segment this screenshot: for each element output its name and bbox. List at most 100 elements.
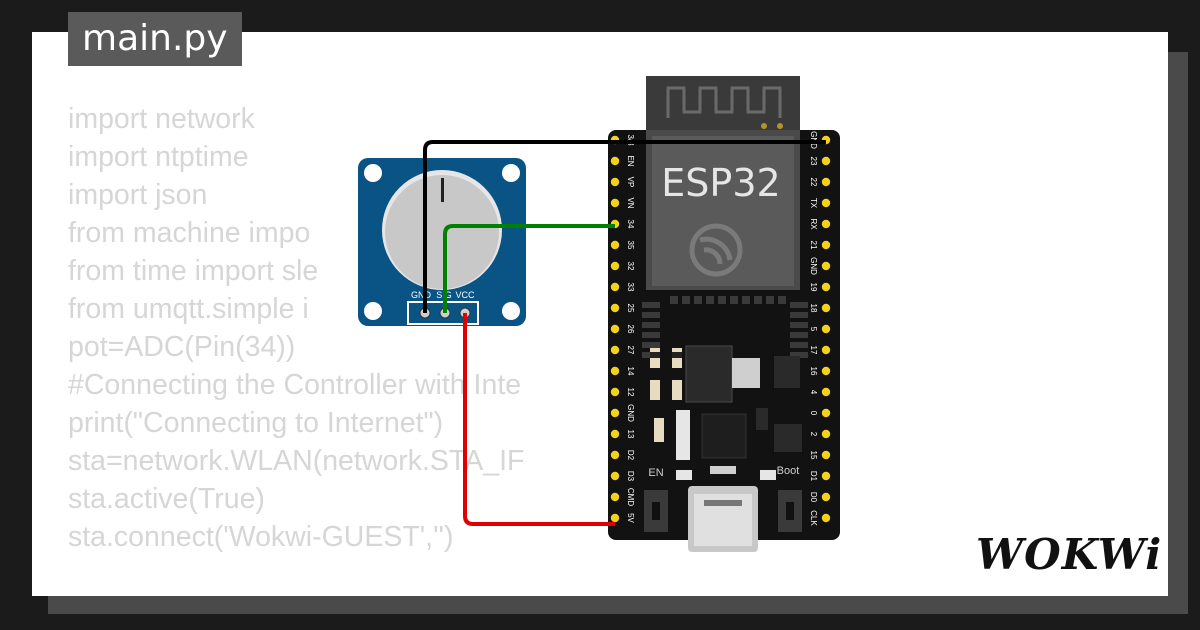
left-pin-label: 32 bbox=[626, 262, 635, 271]
right-pin-label: D0 bbox=[809, 492, 818, 503]
module-pad bbox=[642, 332, 660, 338]
left-pin-label: D3 bbox=[626, 471, 635, 482]
wokwi-logo: WOKWi bbox=[976, 530, 1163, 579]
knob-indicator bbox=[441, 178, 444, 202]
right-pin-label: 4 bbox=[809, 390, 818, 395]
module-pad bbox=[694, 296, 702, 304]
boot-label: Boot bbox=[777, 465, 800, 477]
smd-components bbox=[650, 345, 802, 480]
right-pin[interactable] bbox=[821, 177, 831, 187]
right-pin[interactable] bbox=[821, 513, 831, 523]
wire-vcc[interactable] bbox=[463, 313, 615, 526]
right-pin[interactable] bbox=[821, 324, 831, 334]
left-pin[interactable] bbox=[610, 240, 620, 250]
espressif-logo-icon bbox=[689, 223, 743, 277]
right-pin[interactable] bbox=[821, 261, 831, 271]
wire-gnd[interactable] bbox=[423, 140, 826, 313]
left-pin-label: 34 bbox=[626, 220, 635, 229]
left-pin[interactable] bbox=[610, 282, 620, 292]
wire-sig[interactable] bbox=[443, 224, 615, 313]
module-pad bbox=[754, 296, 762, 304]
left-pin[interactable] bbox=[610, 408, 620, 418]
module-pad bbox=[778, 296, 786, 304]
module-pad bbox=[790, 302, 808, 308]
right-pin[interactable] bbox=[821, 366, 831, 376]
en-label: EN bbox=[648, 467, 663, 479]
code-line: import json bbox=[68, 179, 208, 211]
chip-label: ESP32 bbox=[661, 161, 780, 205]
right-pin[interactable] bbox=[821, 219, 831, 229]
module-pad bbox=[642, 322, 660, 328]
left-pin-label: 13 bbox=[626, 430, 635, 439]
right-pin[interactable] bbox=[821, 198, 831, 208]
right-pin[interactable] bbox=[821, 408, 831, 418]
right-pin[interactable] bbox=[821, 471, 831, 481]
left-pin[interactable] bbox=[610, 492, 620, 502]
right-pin[interactable] bbox=[821, 156, 831, 166]
code-line: sta.connect('Wokwi-GUEST','') bbox=[68, 521, 454, 553]
right-pin[interactable] bbox=[821, 345, 831, 355]
right-pin[interactable] bbox=[821, 429, 831, 439]
left-pin[interactable] bbox=[610, 450, 620, 460]
left-pin[interactable] bbox=[610, 387, 620, 397]
code-line: print("Connecting to Internet") bbox=[68, 407, 444, 439]
right-pin[interactable] bbox=[821, 387, 831, 397]
left-pin[interactable] bbox=[610, 156, 620, 166]
right-pin-label: 18 bbox=[809, 304, 818, 313]
left-pin[interactable] bbox=[610, 261, 620, 271]
right-pin[interactable] bbox=[821, 492, 831, 502]
module-pad bbox=[670, 296, 678, 304]
code-line: sta.active(True) bbox=[68, 483, 265, 515]
left-pin[interactable] bbox=[610, 324, 620, 334]
right-pin[interactable] bbox=[821, 303, 831, 313]
right-pin-label: 21 bbox=[809, 241, 818, 250]
module-pad bbox=[730, 296, 738, 304]
left-pin-label: CMD bbox=[626, 488, 635, 506]
module-pad bbox=[742, 296, 750, 304]
left-pin[interactable] bbox=[610, 345, 620, 355]
module-pad bbox=[790, 352, 808, 358]
right-pin-label: 17 bbox=[809, 346, 818, 355]
left-pin-label: GND bbox=[626, 404, 635, 422]
right-pin[interactable] bbox=[821, 240, 831, 250]
module-pad bbox=[642, 302, 660, 308]
left-pin-label: 14 bbox=[626, 367, 635, 376]
left-pin-label: 35 bbox=[626, 241, 635, 250]
code-line: sta=network.WLAN(network.STA_IF bbox=[68, 445, 525, 477]
left-pin-label: VP bbox=[626, 177, 635, 188]
left-pin[interactable] bbox=[610, 471, 620, 481]
preview-card bbox=[32, 32, 1168, 596]
module-pad bbox=[790, 332, 808, 338]
module-pad bbox=[790, 342, 808, 348]
left-pin[interactable] bbox=[610, 198, 620, 208]
module-pad bbox=[682, 296, 690, 304]
left-pin[interactable] bbox=[610, 303, 620, 313]
code-line: import network bbox=[68, 103, 255, 135]
right-pin-label: 2 bbox=[809, 432, 818, 437]
left-pin-label: EN bbox=[626, 155, 635, 166]
code-line: #Connecting the Controller with Inte bbox=[68, 369, 522, 401]
left-pin[interactable] bbox=[610, 366, 620, 376]
antenna-trace bbox=[666, 86, 782, 118]
pot-pin-gnd-label: GND bbox=[411, 290, 432, 300]
right-pin-label: 5 bbox=[809, 327, 818, 332]
left-pin[interactable] bbox=[610, 177, 620, 187]
left-pin[interactable] bbox=[610, 513, 620, 523]
right-pin-label: CLK bbox=[809, 510, 818, 526]
potentiometer[interactable]: GND SIG VCC bbox=[358, 158, 526, 326]
module-pad bbox=[642, 312, 660, 318]
pot-pin-vcc-label: VCC bbox=[455, 290, 475, 300]
right-pin[interactable] bbox=[821, 282, 831, 292]
left-pin[interactable] bbox=[610, 429, 620, 439]
right-pin[interactable] bbox=[821, 450, 831, 460]
right-pin-label: D1 bbox=[809, 471, 818, 482]
left-pin-label: 33 bbox=[626, 283, 635, 292]
esp32-board[interactable]: ESP32 3/3ENVPVN343532332526271412GND13D2… bbox=[608, 76, 840, 552]
left-pin-header: 3/3ENVPVN343532332526271412GND13D2D3CMD5… bbox=[610, 134, 635, 524]
right-pin-label: 22 bbox=[809, 178, 818, 187]
pot-knob[interactable] bbox=[385, 175, 499, 289]
module-pad bbox=[790, 322, 808, 328]
file-tab[interactable]: main.py bbox=[68, 12, 242, 66]
